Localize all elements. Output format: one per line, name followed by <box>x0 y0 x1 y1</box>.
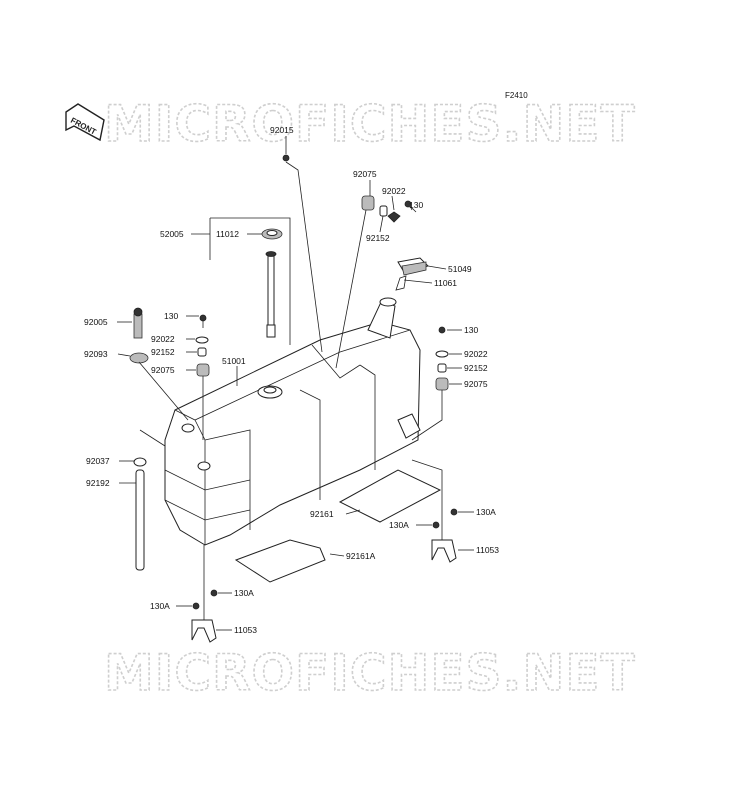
label-11012: 11012 <box>216 229 239 239</box>
screw-92015 <box>282 154 323 353</box>
label-130-right: 130 <box>464 325 478 335</box>
label-52005: 52005 <box>160 229 184 239</box>
left-mount-fasteners <box>129 307 210 440</box>
label-130a-right-lower: 130A <box>389 520 409 530</box>
label-92192: 92192 <box>86 478 110 488</box>
hose-92192 <box>133 429 166 571</box>
label-92075-right: 92075 <box>464 379 488 389</box>
label-92161: 92161 <box>310 509 334 519</box>
front-arrow-icon: FRONT <box>65 103 105 142</box>
label-92022-left: 92022 <box>151 334 175 344</box>
label-130-left: 130 <box>164 311 178 321</box>
bracket-11053-left <box>191 545 218 643</box>
label-130a-left-lower: 130A <box>150 601 170 611</box>
fuel-tank-51001 <box>164 297 421 546</box>
label-130a-right-upper: 130A <box>476 507 496 517</box>
bracket-11053-right <box>411 459 458 563</box>
label-130-top: 130 <box>409 200 423 210</box>
label-51001: 51001 <box>222 356 246 366</box>
label-92152-top: 92152 <box>366 233 390 243</box>
label-92152-right: 92152 <box>464 363 488 373</box>
label-92005: 92005 <box>84 317 108 327</box>
label-92152-left: 92152 <box>151 347 175 357</box>
label-92093: 92093 <box>84 349 108 359</box>
fuel-cap-51049 <box>395 257 429 291</box>
label-92015: 92015 <box>270 125 294 135</box>
label-130a-left-upper: 130A <box>234 588 254 598</box>
label-51049: 51049 <box>448 264 472 274</box>
fuel-sender-52005 <box>209 217 291 345</box>
label-92037: 92037 <box>86 456 110 466</box>
label-92161a: 92161A <box>346 551 376 561</box>
pad-92161a <box>234 539 326 583</box>
label-92075-top: 92075 <box>353 169 377 179</box>
callout-labels: 92015 92075 92022 130 92152 52005 11012 … <box>84 125 499 635</box>
diagram-code: F2410 <box>505 91 528 100</box>
leader-lines <box>117 136 474 631</box>
top-right-fasteners <box>335 195 417 369</box>
label-92022-right: 92022 <box>464 349 488 359</box>
label-11053-left: 11053 <box>234 625 257 635</box>
pad-92161 <box>338 469 442 523</box>
watermark-bottom: MICROFICHES.NET <box>104 644 636 702</box>
label-92022-top: 92022 <box>382 186 406 196</box>
label-11061: 11061 <box>434 278 457 288</box>
label-92075-left: 92075 <box>151 365 175 375</box>
label-11053-right: 11053 <box>476 545 499 555</box>
right-mount-fasteners <box>411 326 449 441</box>
watermark-top: MICROFICHES.NET <box>104 95 636 153</box>
